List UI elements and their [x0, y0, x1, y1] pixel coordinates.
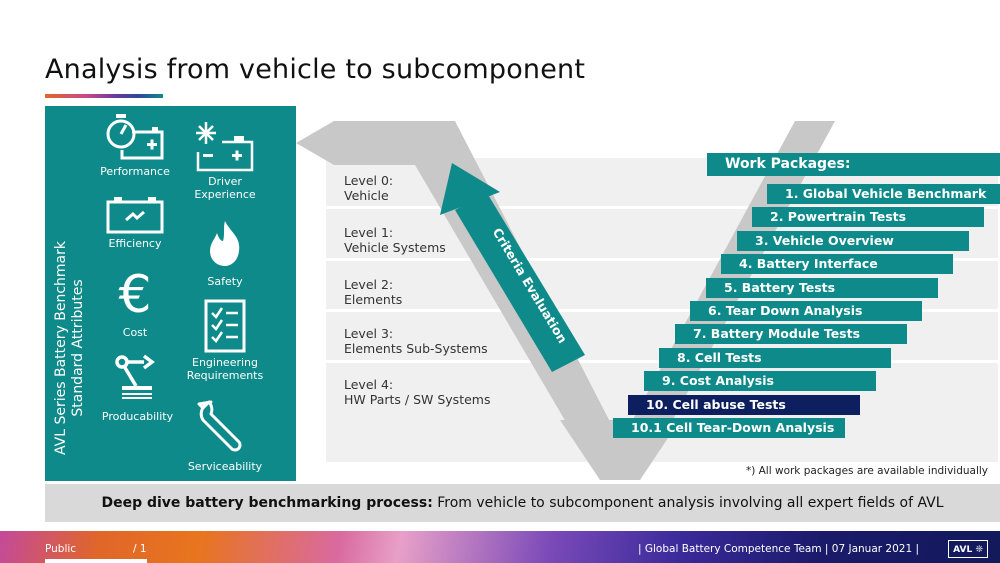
level-label-4: Level 4:HW Parts / SW Systems — [344, 377, 491, 407]
attribute-serviceability: Serviceability — [180, 398, 270, 473]
attribute-engineering-requirements: Engineering Requirements — [175, 299, 275, 382]
footer-underline — [45, 559, 147, 563]
euro-icon: € — [118, 268, 151, 318]
avl-logo: AVL ❊ — [948, 540, 988, 558]
summary-text: From vehicle to subcomponent analysis in… — [432, 495, 944, 511]
battery-efficiency-icon — [106, 197, 164, 234]
arrow-head — [440, 163, 500, 215]
snowflake-battery-icon — [196, 122, 254, 172]
summary-bold: Deep dive battery benchmarking process: — [101, 495, 433, 511]
work-package-9: 9. Cost Analysis — [644, 371, 876, 392]
level-label-1: Level 1:Vehicle Systems — [344, 225, 446, 255]
robot-arm-icon — [114, 354, 155, 399]
attribute-safety: Safety — [180, 219, 270, 288]
work-package-1: 1. Global Vehicle Benchmark — [767, 184, 1000, 204]
level-label-2: Level 2:Elements — [344, 277, 403, 307]
work-package-8: 8. Cell Tests — [659, 347, 891, 368]
attribute-producability: Producability — [95, 354, 180, 423]
title-underline-gradient — [45, 94, 163, 98]
stopwatch-battery-icon — [106, 114, 164, 160]
flame-icon — [210, 221, 240, 266]
wrench-icon — [197, 400, 242, 452]
work-packages-note: *) All work packages are available indiv… — [745, 465, 988, 477]
work-package-7: 7. Battery Module Tests — [675, 324, 907, 345]
attribute-cost: € Cost — [95, 268, 175, 339]
work-package-5: 5. Battery Tests — [706, 277, 938, 298]
attribute-performance: Performance — [95, 112, 175, 178]
work-package-4: 4. Battery Interface — [721, 254, 953, 275]
checklist-icon — [204, 299, 246, 353]
attribute-efficiency: Efficiency — [95, 196, 175, 250]
work-packages-heading: Work Packages: — [707, 153, 1000, 176]
criteria-evaluation-arrow — [440, 163, 585, 372]
work-package-6: 6. Tear Down Analysis — [690, 301, 922, 321]
v-left-arm — [296, 121, 640, 480]
footer-classification: Public — [45, 543, 77, 555]
footer-band — [0, 531, 1000, 563]
footer-page-number: / 1 — [133, 543, 147, 555]
work-package-10: 10. Cell abuse Tests — [628, 394, 860, 415]
arrow-shaft — [455, 193, 585, 372]
footer-team-date: | Global Battery Competence Team | 07 Ja… — [638, 543, 920, 555]
attributes-panel-title: AVL Series Battery Benchmark Standard At… — [53, 240, 86, 456]
work-package-3: 3. Vehicle Overview — [737, 230, 969, 251]
svg-text:€: € — [118, 268, 151, 318]
slide-title: Analysis from vehicle to subcomponent — [45, 54, 586, 85]
level-label-0: Level 0:Vehicle — [344, 173, 394, 203]
standard-attributes-panel: AVL Series Battery Benchmark Standard At… — [45, 106, 296, 481]
attribute-driver-experience: Driver Experience — [180, 120, 270, 201]
work-package-11: 10.1 Cell Tear-Down Analysis — [613, 418, 845, 438]
level-label-3: Level 3:Elements Sub-Systems — [344, 326, 488, 356]
work-package-2: 2. Powertrain Tests — [752, 207, 984, 228]
summary-bar: Deep dive battery benchmarking process: … — [45, 484, 1000, 522]
